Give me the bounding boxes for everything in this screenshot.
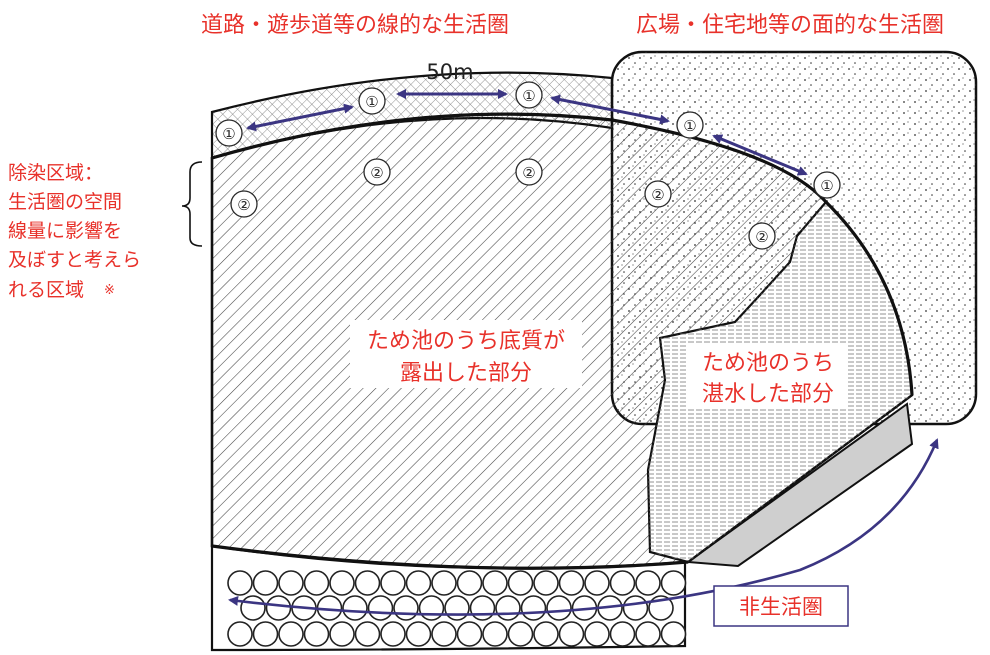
levee-stone [354,621,381,647]
distance-label: 50m [426,60,473,84]
svg-text:②: ② [237,196,250,214]
marker-1: ① [358,87,386,115]
levee-stone [444,595,470,621]
levee-stone [380,570,406,596]
levee-stone [533,621,559,647]
levee-stone [507,570,534,596]
areal-zone-title: 広場・住宅地等の面的な生活圏 [636,13,944,38]
levee-stone [469,595,496,621]
marker-2: ② [515,158,543,186]
levee-stone [431,570,457,596]
svg-text:除染区域：: 除染区域： [8,162,103,184]
levee-stone [329,621,355,647]
svg-text:①: ① [820,177,833,195]
svg-text:②: ② [755,228,768,246]
levee-stone [303,570,330,596]
levee-stone [278,570,304,596]
levee-stone [354,570,381,596]
svg-text:②: ② [370,164,383,182]
svg-text:生活圏の空間: 生活圏の空間 [8,191,122,213]
levee-stone [456,570,483,596]
levee-stone [660,621,687,647]
submerged-label: 湛水した部分 [702,382,834,407]
levee-stone [609,570,636,596]
svg-text:線量に影響を: 線量に影響を [8,220,122,242]
svg-text:①: ① [683,117,696,135]
marker-2: ② [363,158,391,186]
bracket [181,161,203,247]
svg-text:※: ※ [104,283,115,298]
levee-stone [456,621,483,647]
levee-stone [405,621,432,647]
non-living-zone-box [713,585,849,627]
marker-2: ② [230,190,258,218]
levee-stone [622,595,649,621]
levee-stone [227,621,253,647]
levee-stone [367,595,394,621]
marker-1: ① [813,171,841,199]
exposed-sediment-label: ため池のうち底質が [367,329,565,354]
levee-stone [635,570,661,596]
levee-stone [482,621,508,647]
svg-text:①: ① [522,87,535,105]
distance-arrow [550,94,670,125]
levee-stone [329,570,355,596]
levee-stone [380,621,406,647]
levee-stone [405,570,432,596]
levee-stone [393,595,419,621]
marker-1: ① [515,81,543,109]
levee-stone [303,621,330,647]
svg-text:①: ① [365,93,378,111]
svg-text:②: ② [522,164,535,182]
linear-zone-title: 道路・遊歩道等の線的な生活圏 [201,13,509,38]
marker-1: ① [215,119,243,147]
submerged-label: ため池のうち [702,351,834,376]
levee-stone [431,621,457,647]
levee-stone [227,570,253,596]
levee-stone [482,570,508,596]
levee-stone [558,621,585,647]
marker-2: ② [748,222,776,250]
levee-stone [265,595,292,621]
levee-stone [584,621,610,647]
non-living-zone-label: 非生活圏 [739,595,823,619]
levee-stone [278,621,304,647]
levee-stone [546,595,572,621]
levee-stone [520,595,547,621]
levee-stone [240,595,266,621]
distance-arrow [712,134,808,176]
levee-stone [609,621,636,647]
marker-1: ① [676,111,704,139]
svg-text:れる区域: れる区域 [8,279,84,301]
exposed-sediment-label: 露出した部分 [400,361,532,386]
decontamination-area-label: 除染区域： 生活圏の空間 線量に影響を 及ぼすと考えら れる区域 ※ [8,162,141,301]
levee-stone [635,621,661,647]
levee-stone [252,621,279,647]
levee-stone [495,595,521,621]
levee-stone [533,570,559,596]
svg-text:及ぼすと考えら: 及ぼすと考えら [8,249,141,271]
marker-2: ② [644,180,672,208]
levee-stone [558,570,585,596]
svg-text:①: ① [222,125,235,143]
distance-arrow [246,103,354,132]
levee-stone [584,570,610,596]
levee-stone [252,570,279,596]
levee-stone [660,570,687,596]
levee-stone [342,595,368,621]
levee-stone [507,621,534,647]
levee-stone [418,595,445,621]
svg-text:②: ② [651,186,664,204]
